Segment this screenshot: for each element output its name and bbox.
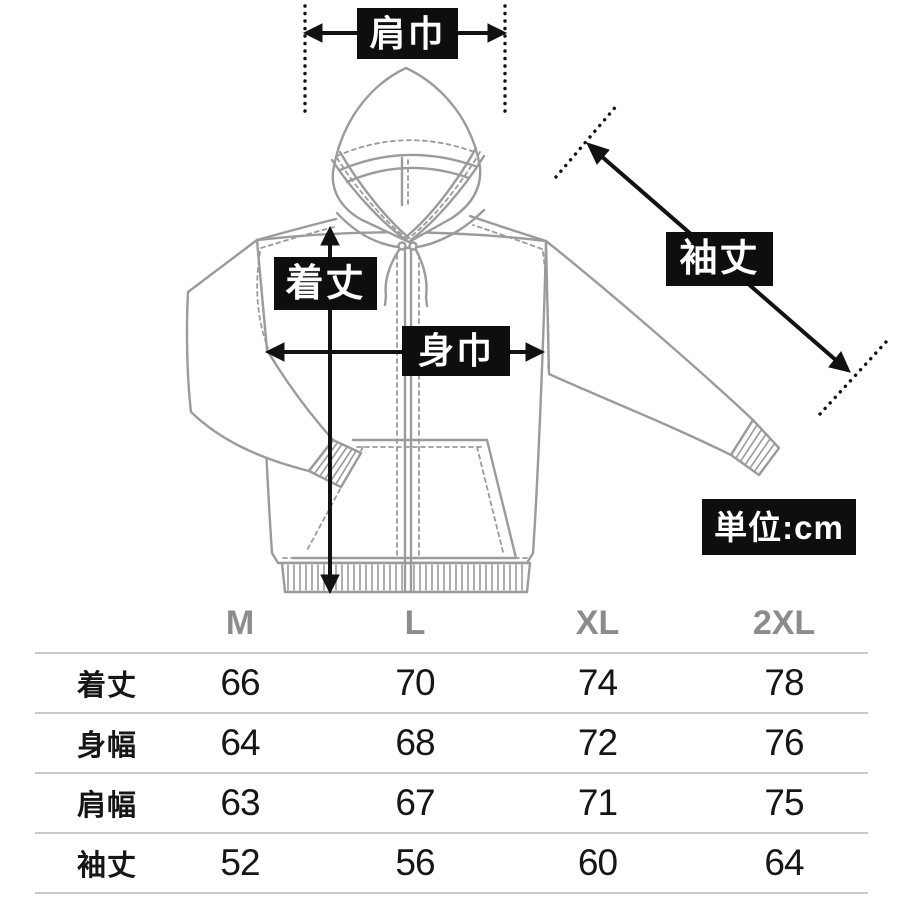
row-label-garment-length: 着丈	[35, 654, 145, 714]
hoodie-measurement-diagram: 肩巾 着丈 身巾 袖丈 単位:cm	[185, 4, 888, 595]
body-width-label: 身巾	[402, 326, 510, 376]
table-value: 68	[335, 714, 495, 774]
table-value: 74	[495, 654, 700, 714]
table-value: 63	[145, 774, 335, 834]
size-column-header: M	[145, 594, 335, 654]
drawstring-right	[414, 248, 429, 308]
hoodie-illustration	[185, 4, 888, 595]
size-column-header: XL	[495, 594, 700, 654]
table-value: 64	[700, 834, 868, 894]
drawstring-left	[383, 248, 401, 307]
size-column-header: 2XL	[700, 594, 868, 654]
table-value: 76	[700, 714, 868, 774]
unit-label: 単位:cm	[702, 499, 856, 555]
row-label-shoulder-width: 肩幅	[35, 774, 145, 834]
table-value: 75	[700, 774, 868, 834]
table-value: 72	[495, 714, 700, 774]
table-value: 67	[335, 774, 495, 834]
sleeve-length-label: 袖丈	[666, 232, 773, 286]
drawstring-knot	[397, 241, 407, 251]
table-value: 56	[335, 834, 495, 894]
table-value: 60	[495, 834, 700, 894]
size-column-header: L	[335, 594, 495, 654]
table-value: 66	[145, 654, 335, 714]
table-value: 70	[335, 654, 495, 714]
hoodie-zipper	[403, 244, 413, 594]
table-value: 71	[495, 774, 700, 834]
shoulder-width-label: 肩巾	[357, 8, 458, 59]
table-value: 64	[145, 714, 335, 774]
row-label-body-width: 身幅	[35, 714, 145, 774]
hoodie-left-sleeve	[185, 238, 335, 473]
garment-length-label: 着丈	[274, 257, 377, 310]
table-value: 52	[145, 834, 335, 894]
row-label-sleeve-length: 袖丈	[35, 834, 145, 894]
table-value: 78	[700, 654, 868, 714]
size-table-corner	[35, 594, 145, 654]
size-table: M L XL 2XL 着丈 66 70 74 78 身幅 64 68 72 76…	[35, 594, 868, 894]
